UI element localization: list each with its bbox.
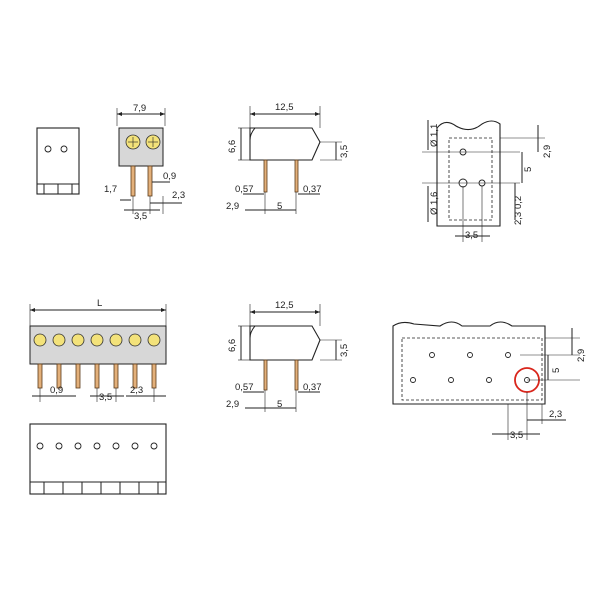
screw-hole [150,442,158,450]
dim-layout-pitch: 3,5 [510,430,523,441]
dim-top-pitch: 3,5 [134,211,147,222]
pcb-layout-2pole: Ø 1,1 Ø 1,6 2,9 5 0,2 2,3 3,5 [422,120,553,242]
screw-hole [55,442,63,450]
dim-side2-offset: 2,9 [226,399,239,410]
dim-side-offset: 2,9 [226,201,239,212]
pcb-hole [467,352,473,358]
side-view-bottom: 12,5 6,6 3,5 0,57 0,37 2,9 5 [226,300,350,412]
dim-top-edge: 2,3 [172,190,185,201]
dim-multi-edge: 2,3 [130,385,143,396]
dim-side-pin-b: 0,37 [303,184,322,195]
pcb-hole-grid [410,352,530,383]
pin [263,159,268,193]
screw-hole [112,442,120,450]
pin [37,363,43,389]
screw-hole [36,442,44,450]
dim-side2-pin-b: 0,37 [303,382,322,393]
screw-hole [93,442,101,450]
pin [294,359,299,391]
screw-hole [44,145,52,153]
dim-top-pin-offset: 1,7 [104,184,117,195]
pin [151,363,157,389]
pin [113,363,119,389]
led-yellow [128,333,142,347]
dim-top-pin-width: 0,9 [163,171,176,182]
multi-pole-front-view [29,423,167,495]
dim-side2-pin-a: 0,57 [235,382,254,393]
led-yellow [147,333,161,347]
side-view-top: 12,5 6,6 3,5 0,57 0,37 2,9 5 [226,102,350,214]
pin [94,363,100,389]
dim-side-spacing: 5 [277,201,282,212]
dim-side2-spacing: 5 [277,399,282,410]
dim-layout-bottom-edge: 2,3 [549,409,562,420]
pin [130,165,136,197]
led-row [33,333,161,347]
dim-pcb-right-small: 0,2 [513,196,524,209]
dim-side2-height-right: 3,5 [339,344,350,357]
top-view-2pole: 7,9 1,7 0,9 3,5 2,3 [104,103,185,222]
pcb-hole [505,352,511,358]
led-yellow [71,333,85,347]
dim-side2-height-left: 6,6 [227,339,238,352]
pcb-hole [429,352,435,358]
pcb-hole [410,377,416,383]
dim-side-pin-a: 0,57 [235,184,254,195]
led-yellow [33,333,47,347]
dim-layout-right-mid: 5 [551,368,562,373]
dim-side-height-left: 6,6 [227,140,238,153]
multi-pole-top-view: L 0,9 3,5 2,3 [29,298,167,403]
pcb-hole [448,377,454,383]
led-yellow [90,333,104,347]
dim-pcb-right-mid: 5 [523,167,534,172]
screw-hole [74,442,82,450]
pcb-hole [486,377,492,383]
pin [294,159,299,193]
dim-side2-length: 12,5 [275,300,294,311]
dim-multi-pin-width: 0,9 [50,385,63,396]
dim-layout-right-top: 2,9 [576,349,587,362]
screw-hole [131,442,139,450]
dim-pcb-hole-small: Ø 1,6 [429,192,440,215]
screw-hole [60,145,68,153]
pin [147,165,153,197]
dim-side-height-right: 3,5 [339,145,350,158]
dim-multi-length: L [97,298,102,309]
pin [75,363,81,389]
led-yellow [109,333,123,347]
pin [56,363,62,389]
pin [132,363,138,389]
dim-top-width: 7,9 [133,103,146,114]
dim-pcb-pitch: 3,5 [465,230,478,241]
front-view-2pole [36,127,80,195]
dim-side-length: 12,5 [275,102,294,113]
dim-pcb-hole-large: Ø 1,1 [429,124,440,147]
pcb-layout-multipole: 2,9 5 3,5 2,3 [392,321,587,441]
pin [263,359,268,391]
dim-multi-pitch: 3,5 [99,392,112,403]
led-yellow [52,333,66,347]
dim-pcb-right-bottom: 2,3 [513,212,524,225]
dim-pcb-right-top: 2,9 [542,145,553,158]
